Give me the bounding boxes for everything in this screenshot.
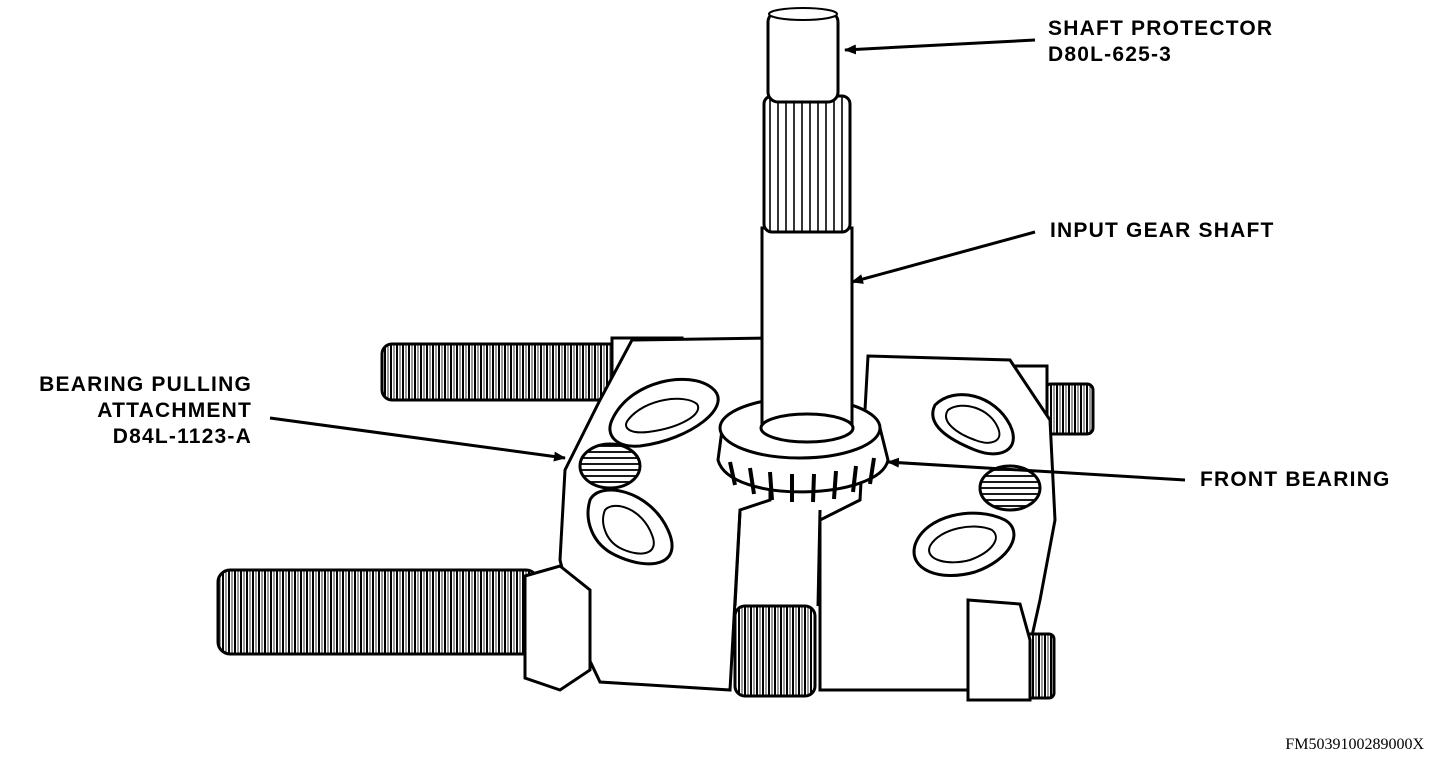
shaft-protector-label: SHAFT PROTECTOR D80L-625-3 [1048,16,1273,68]
figure-id: FM5039100289000X [1285,736,1424,753]
front-bearing-name: FRONT BEARING [1200,468,1391,491]
front-bearing-arrow [887,457,1186,482]
front-bearing-label: FRONT BEARING [1200,467,1391,493]
puller-left-half [558,336,772,692]
bearing-pulling-attachment-part-number: D84L-1123-A [112,425,252,448]
lower-right-threaded-rod [966,598,1056,702]
shaft-protector-part-number: D80L-625-3 [1048,43,1173,66]
bearing-pulling-attachment-arrow [269,416,566,462]
input-gear-shaft-name: INPUT GEAR SHAFT [1050,219,1275,242]
bearing-pulling-attachment-label: BEARING PULLING ATTACHMENT D84L-1123-A [0,372,252,450]
input-gear-shaft [759,94,855,444]
bearing-pulling-attachment-line2: ATTACHMENT [97,399,252,422]
center-bolt [733,509,822,698]
shaft-protector-name: SHAFT PROTECTOR [1048,17,1274,40]
shaft-protector [766,7,840,104]
input-gear-shaft-label: INPUT GEAR SHAFT [1050,218,1275,244]
shaft-protector-arrow [844,38,1036,55]
lower-left-threaded-rod [216,564,592,692]
bearing-pulling-attachment-line1: BEARING PULLING [39,373,252,396]
input-gear-shaft-arrow [851,230,1036,284]
